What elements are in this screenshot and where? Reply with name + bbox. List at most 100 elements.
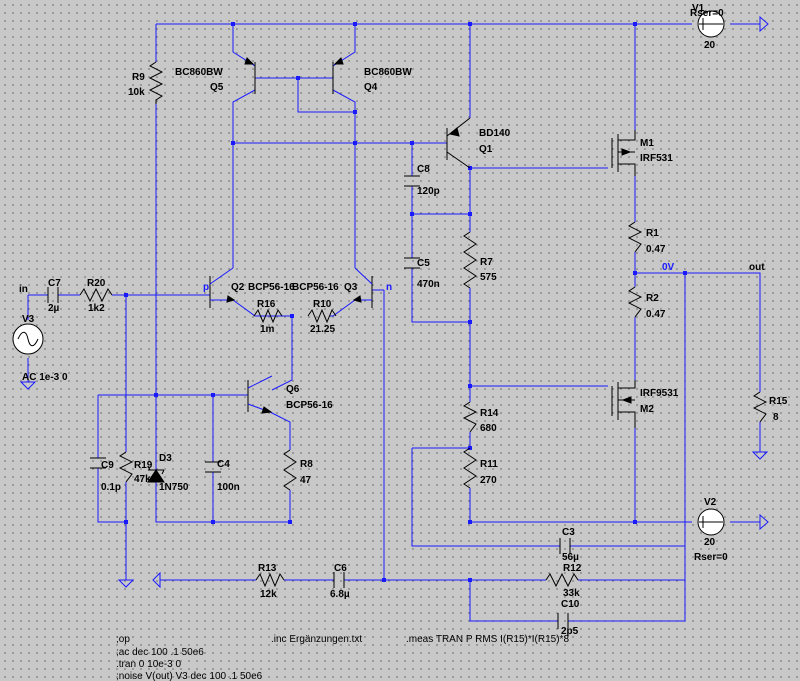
resistor-r12[interactable]: [545, 572, 579, 588]
label-r1-name: R1: [646, 228, 659, 239]
label-r15-name: R15: [769, 396, 788, 407]
resistor-r13[interactable]: [255, 572, 285, 588]
directive-tran: .tran 0 10e-3 0: [116, 659, 181, 670]
resistor-r19[interactable]: [118, 451, 134, 483]
label-r8-name: R8: [300, 459, 313, 470]
label-v2-value: 20: [704, 537, 716, 548]
resistor-r16[interactable]: [253, 308, 283, 324]
component-labels: V1 Rser=0 20 V2 20 Rser=0 V3 AC 1e-3 0 R…: [22, 3, 788, 637]
ground-symbol-v3: [19, 381, 37, 390]
label-q1-model: BD140: [479, 128, 511, 139]
transistor-q6[interactable]: [247, 375, 273, 414]
label-c7-value: 2µ: [48, 303, 60, 314]
label-r12-name: R12: [563, 563, 582, 574]
label-c5-name: C5: [417, 258, 430, 269]
resistor-r9[interactable]: [148, 61, 164, 104]
label-r10-name: R10: [313, 299, 332, 310]
resistor-r2[interactable]: [627, 286, 643, 318]
label-r13-name: R13: [258, 563, 277, 574]
capacitor-c5[interactable]: [404, 257, 420, 269]
label-c8-value: 120p: [417, 186, 440, 197]
label-r7-value: 575: [480, 272, 497, 283]
label-q6-model: BCP56-16: [286, 400, 333, 411]
transistor-q4[interactable]: [332, 57, 344, 94]
label-r13-value: 12k: [260, 589, 277, 600]
capacitor-c3[interactable]: [559, 538, 571, 554]
label-q4-model: BC860BW: [364, 67, 412, 78]
resistor-r10[interactable]: [307, 308, 337, 324]
label-r9-name: R9: [132, 72, 145, 83]
transistor-q1[interactable]: [446, 117, 471, 169]
ground-symbol-r13: [152, 571, 161, 589]
mosfet-m1[interactable]: [611, 130, 636, 176]
label-q5-model: BC860BW: [175, 67, 223, 78]
label-c9-value: 0.1p: [101, 482, 121, 493]
capacitor-c4[interactable]: [205, 461, 221, 473]
label-r2-value: 0.47: [646, 309, 666, 320]
capacitor-c9[interactable]: [90, 457, 106, 469]
label-r20-name: R20: [87, 278, 106, 289]
net-label-0v: 0V: [662, 262, 675, 273]
label-q6-name: Q6: [286, 384, 300, 395]
directive-meas: .meas TRAN P RMS I(R15)*I(R15)*8: [406, 634, 569, 645]
label-v3-value: AC 1e-3 0: [22, 372, 68, 383]
label-r19-value: 47k: [134, 474, 151, 485]
label-r11-name: R11: [480, 459, 498, 470]
resistor-r14[interactable]: [462, 401, 478, 433]
label-r10-value: 21.25: [310, 324, 335, 335]
label-v1-name: V1: [692, 3, 705, 14]
label-c10-value: 2p5: [561, 626, 579, 637]
resistor-r7[interactable]: [463, 231, 477, 289]
label-r19-name: R19: [134, 460, 153, 471]
label-m2-name: M2: [640, 404, 654, 415]
resistor-r15[interactable]: [752, 391, 768, 423]
net-label-in: in: [19, 284, 28, 295]
net-label-n: n: [386, 282, 392, 293]
resistor-r1[interactable]: [627, 221, 643, 253]
label-c3-value: 56µ: [562, 552, 579, 563]
directive-ac: ;ac dec 100 .1 50e6: [116, 647, 204, 658]
label-r14-name: R14: [480, 408, 499, 419]
label-v3-name: V3: [22, 314, 35, 325]
label-d3-name: D3: [159, 453, 172, 464]
capacitor-c7[interactable]: [47, 287, 59, 303]
mosfet-m2[interactable]: [611, 380, 636, 428]
label-r20-value: 1k2: [88, 303, 105, 314]
label-c6-value: 6.8µ: [330, 589, 350, 600]
label-r12-value: 33k: [563, 588, 580, 599]
voltage-source-v2[interactable]: [697, 508, 725, 536]
label-m1-name: M1: [640, 138, 654, 149]
label-c9-name: C9: [101, 460, 114, 471]
zener-diode-d3[interactable]: [147, 465, 165, 483]
label-c8-name: C8: [417, 164, 430, 175]
label-q5-name: Q5: [210, 82, 224, 93]
spice-directives: ;op ;ac dec 100 .1 50e6 .tran 0 10e-3 0 …: [116, 634, 569, 681]
resistor-r20[interactable]: [79, 287, 113, 303]
label-q1-name: Q1: [479, 144, 493, 155]
label-c6-name: C6: [334, 563, 347, 574]
label-c10-name: C10: [561, 599, 580, 610]
directive-include: .inc Ergänzungen.txt: [271, 634, 362, 645]
resistor-r11[interactable]: [463, 447, 477, 489]
voltage-source-v1[interactable]: [697, 10, 725, 38]
capacitor-c10[interactable]: [557, 613, 569, 629]
label-v1-value: 20: [704, 40, 716, 51]
label-c4-name: C4: [217, 459, 230, 470]
transistor-q2[interactable]: [209, 267, 236, 308]
net-labels: in p n 0V out: [19, 262, 765, 295]
transistor-q3[interactable]: [352, 267, 373, 308]
label-q3-name: Q3: [344, 282, 358, 293]
label-r16-value: 1m: [260, 324, 275, 335]
label-r11-value: 270: [480, 475, 497, 486]
voltage-source-v3[interactable]: [12, 323, 44, 355]
label-r15-value: 8: [773, 412, 779, 423]
capacitor-c6[interactable]: [333, 572, 345, 588]
directive-noise: ;noise V(out) V3 dec 100 .1 50e6: [116, 671, 263, 681]
resistor-r8[interactable]: [283, 449, 297, 491]
capacitor-c8[interactable]: [404, 175, 420, 187]
transistor-q5[interactable]: [244, 57, 256, 94]
junctions: [124, 22, 687, 582]
label-v1-rser: Rser=0: [690, 8, 724, 19]
